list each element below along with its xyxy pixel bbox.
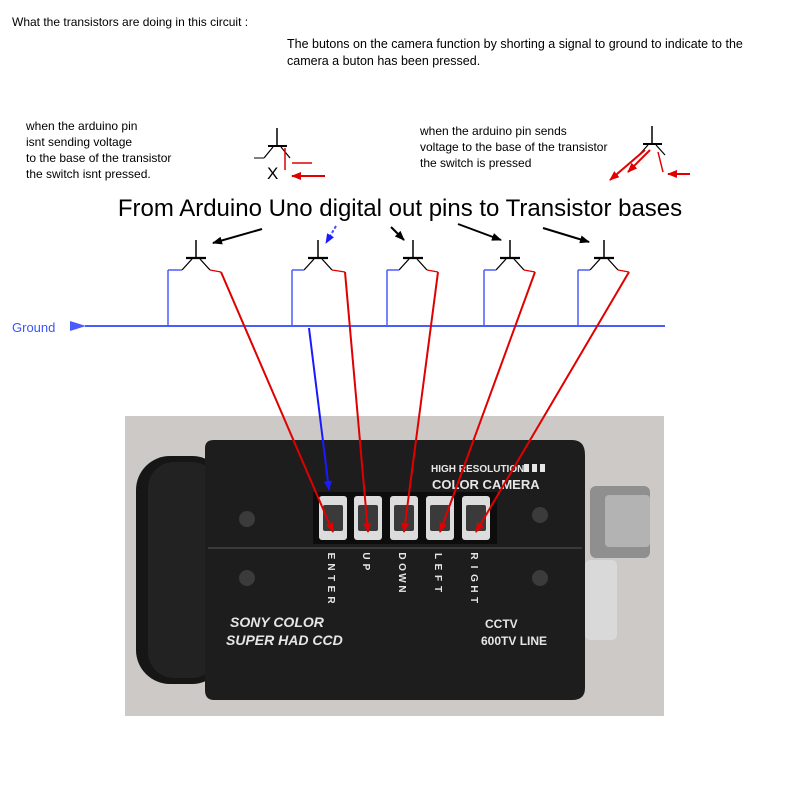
camera-label-color-camera: COLOR CAMERA (432, 477, 540, 492)
collector-stub (617, 269, 630, 273)
collector-stub (331, 269, 346, 273)
camera-button-label-char: G (468, 574, 479, 582)
collector-stub (523, 269, 536, 273)
camera-buttons (319, 496, 490, 540)
ground-to-enter-button (308, 327, 332, 491)
camera-button-label-char: T (468, 597, 479, 603)
intro-answer: The butons on the camera function by sho… (287, 37, 743, 68)
screw-icon (239, 570, 255, 586)
transistor-collector-lead (607, 258, 619, 271)
camera-button-label-char: R (468, 552, 479, 560)
collector-to-button-left (439, 271, 536, 533)
camera-photo: HIGH RESOLUTION COLOR CAMERA SONY COLOR … (125, 416, 664, 716)
transistor-down (386, 240, 439, 533)
camera-label-cctv: CCTV (485, 617, 518, 631)
transistor-up (291, 240, 372, 533)
camera-button-label-char: F (432, 575, 443, 581)
note-off-line-4: the switch isnt pressed. (26, 167, 151, 181)
camera-label-600tv: 600TV LINE (481, 634, 547, 648)
camera-button-label-char: E (432, 564, 443, 571)
transistor-emitter-lead (303, 258, 315, 271)
camera-button-label-char: O (396, 563, 407, 571)
camera-button-label-char: W (396, 573, 407, 583)
camera-button-label-char: H (468, 585, 479, 592)
note-off-line-2: isnt sending voltage (26, 135, 133, 149)
transistor-emitter-lead (181, 258, 193, 271)
screw-icon (239, 511, 255, 527)
camera-button-label-char: I (468, 566, 479, 569)
open-circuit-mark: X (267, 164, 278, 183)
camera-button-label-char: E (325, 586, 336, 593)
note-off-line-3: to the base of the transistor (26, 151, 172, 165)
camera-button-label-char: E (325, 553, 336, 560)
camera-button-label-char: N (325, 563, 336, 570)
main-heading: From Arduino Uno digital out pins to Tra… (117, 195, 683, 222)
collector-to-button-enter (220, 271, 334, 533)
arduino-signal-arrows (212, 223, 590, 245)
transistor-left (439, 240, 536, 533)
camera-button-label-char: T (432, 586, 443, 592)
collector-to-button-up (344, 271, 372, 533)
note-on-line-2: voltage to the base of the transistor (420, 140, 608, 154)
transistor-collector-lead (321, 258, 333, 271)
transistor-collector-lead (513, 258, 525, 271)
camera-label-ccd: SUPER HAD CCD (226, 632, 343, 648)
transistor-collector-lead (199, 258, 211, 271)
ground-label: Ground (12, 320, 56, 335)
screw-icon (532, 570, 548, 586)
collector-stub (209, 269, 222, 273)
camera-label-high-resolution: HIGH RESOLUTION (431, 464, 524, 475)
camera-button-label-char: T (325, 575, 336, 581)
transistor-emitter-lead (398, 258, 410, 271)
transistor-collector-lead (416, 258, 428, 271)
camera-button-label-char: U (360, 552, 371, 559)
transistor-schematic (167, 240, 630, 533)
collector-stub (426, 269, 439, 273)
note-off-line-1: when the arduino pin (26, 119, 138, 133)
camera-button-label-char: R (325, 596, 336, 604)
camera-button-label-char: L (432, 553, 443, 559)
transistor-emitter-lead (589, 258, 601, 271)
note-on-line-3: the switch is pressed (420, 156, 532, 170)
transistor-right (475, 240, 630, 533)
collector-to-button-down (401, 271, 439, 533)
example-transistor-on (609, 126, 690, 181)
intro-question: What the transistors are doing in this c… (12, 15, 249, 29)
note-switch-pressed: when the arduino pin sends voltage to th… (420, 123, 607, 171)
transistor-emitter-lead (495, 258, 507, 271)
camera-button-label-char: N (396, 585, 407, 592)
note-switch-not-pressed: when the arduino pin isnt sending voltag… (26, 118, 171, 182)
camera-button-label-char: P (360, 564, 371, 571)
collector-to-button-right (475, 271, 630, 533)
camera-button-label-char: D (396, 552, 407, 559)
screw-icon (532, 507, 548, 523)
transistor-enter (167, 240, 334, 533)
camera-label-sony: SONY COLOR (230, 614, 325, 630)
note-on-line-1: when the arduino pin sends (420, 124, 567, 138)
example-transistor-off (254, 128, 325, 180)
